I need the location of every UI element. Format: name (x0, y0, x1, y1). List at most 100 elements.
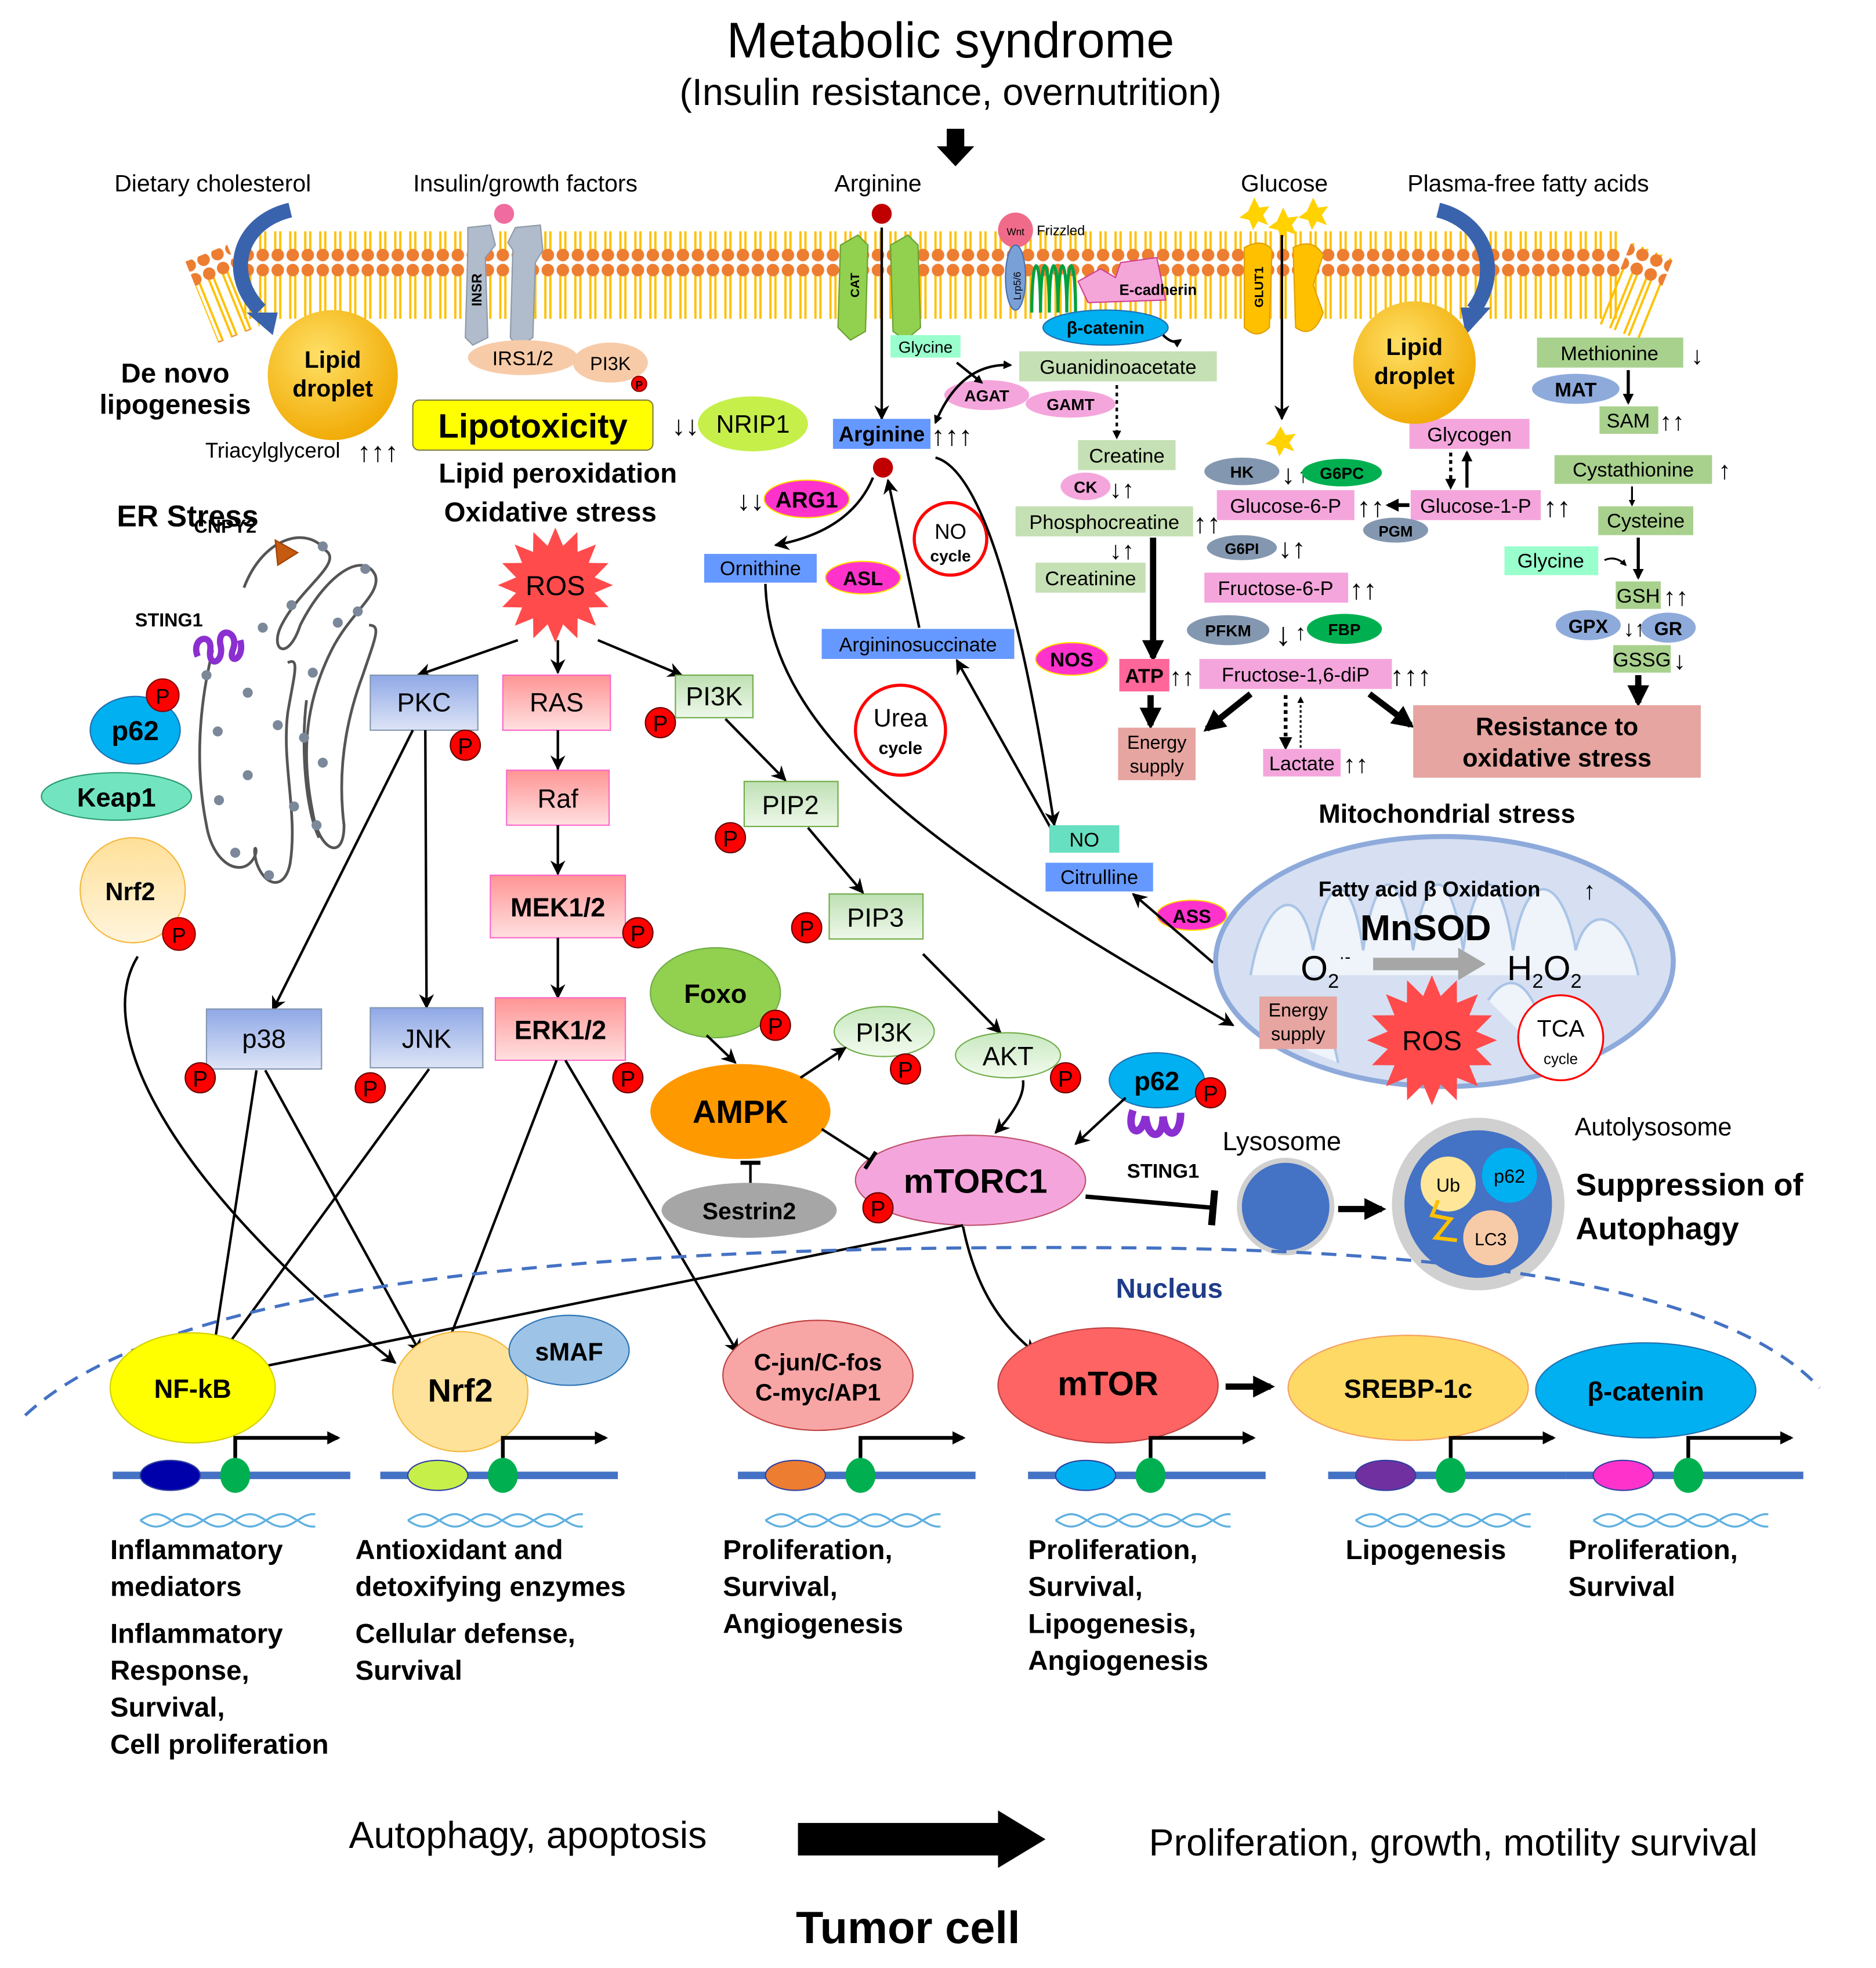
p62-cytoplasm-label: p62 (1134, 1067, 1179, 1096)
glycine-to-gsh-arrow (1604, 557, 1627, 566)
tf-outcome-text: mediators (110, 1572, 242, 1603)
phospho-label: P (723, 827, 738, 851)
lactate-label: Lactate (1269, 753, 1335, 775)
tf-node (1287, 1335, 1529, 1441)
mnsod-conversion-arrow (1373, 947, 1486, 981)
argininosuccinate-label: Argininosuccinate (839, 634, 997, 656)
tf-node (1535, 1342, 1757, 1439)
er-beads (201, 541, 371, 880)
glucose-6-p-box (1216, 490, 1355, 520)
beta-catenin-release-arrow (1162, 334, 1182, 348)
mrna-helix-icon (139, 1513, 316, 1528)
endoplasmic-reticulum-icon (198, 536, 378, 884)
glycine-arg-label: Glycine (899, 338, 953, 356)
phospho-label: P (1058, 1067, 1073, 1092)
phospho-label: P (458, 734, 473, 759)
jnk-node (370, 1007, 484, 1069)
tf-group: NF-kBInflammatorymediatorsInflammatoryRe… (109, 1332, 350, 1760)
phospho-icon (1049, 1062, 1081, 1094)
gssg-label: GSSG (1613, 649, 1671, 671)
superoxide-sup: ·- (1339, 948, 1350, 967)
f16-to-resistance-arrow (1367, 691, 1414, 728)
p62-er-label: p62 (111, 716, 159, 746)
mtorc1-label: mTORC1 (904, 1162, 1048, 1200)
phosphocreatine-box (1015, 506, 1193, 537)
title: Metabolic syndrome (727, 13, 1175, 68)
phospho-label: P (1203, 1082, 1218, 1107)
tf-outcome-text: Lipogenesis (1346, 1535, 1506, 1565)
mito-ros-label: ROS (1402, 1026, 1462, 1057)
gr-label: GR (1654, 618, 1683, 639)
tf-node (392, 1331, 529, 1452)
atp-box (1119, 659, 1169, 692)
ecadherin-node (1077, 256, 1167, 303)
cholesterol-curved-arrow (233, 202, 292, 316)
ub-label: Ub (1436, 1175, 1460, 1195)
akt-label: AKT (983, 1042, 1034, 1071)
superoxide-sub: 2 (1328, 970, 1339, 992)
ub-node (1421, 1156, 1476, 1212)
phospho-label: P (768, 1014, 783, 1039)
arginine-to-no-arrow (935, 456, 1060, 827)
g6pi-node (1207, 535, 1277, 560)
tf-outcome-text: Lipogenesis, (1028, 1608, 1196, 1639)
arg1-node (763, 479, 850, 519)
p62-autolysosome-label: p62 (1494, 1166, 1525, 1187)
response-element-icon (407, 1459, 469, 1491)
cystathionine-label: Cystathionine (1573, 459, 1694, 481)
mtorc1-to-nfkb-arrow (236, 1224, 964, 1376)
ampk-node (650, 1064, 831, 1159)
tf-outcome-text: detoxifying enzymes (355, 1572, 625, 1603)
label-arginine-input: Arginine (834, 170, 921, 197)
cysteine-box (1598, 506, 1694, 535)
nos-label: NOS (1050, 649, 1093, 671)
ffa-arrowhead-icon (1461, 307, 1491, 335)
foxo-label: Foxo (684, 979, 747, 1009)
promoter-icon (1673, 1458, 1704, 1493)
mrna-helix-icon (1592, 1513, 1769, 1528)
nrf2-cytoplasm-label: Nrf2 (105, 878, 155, 906)
pi3k-secondary-label: PI3K (856, 1018, 912, 1048)
subtitle: (Insulin resistance, overnutrition) (679, 71, 1221, 113)
pi3k-node (675, 674, 754, 719)
de-novo-lipogenesis-line1: De novo (121, 358, 230, 389)
glycine-arg-box (890, 335, 961, 358)
h2o2-h: H (1507, 948, 1533, 988)
pkc-to-p38-arrow (271, 729, 414, 1012)
gamt-label: GAMT (1046, 396, 1094, 414)
ros-to-pkc-arrow (416, 639, 519, 678)
mat-label: MAT (1555, 379, 1596, 401)
erk-label: ERK1/2 (515, 1015, 606, 1045)
tf-outcome-text: Antioxidant and (355, 1535, 563, 1565)
fructose-6-p-box (1204, 572, 1349, 603)
pi3k-label: PI3K (686, 682, 743, 711)
pfkm-node (1186, 615, 1270, 646)
lc3-label: LC3 (1475, 1230, 1506, 1249)
atp-label: ATP (1125, 665, 1163, 687)
label-plasma-ffa: Plasma-free fatty acids (1407, 170, 1649, 197)
response-element-icon (1055, 1459, 1117, 1491)
lactate-box (1263, 749, 1341, 777)
atp-trend-up-icon: ↑↑ (1169, 663, 1194, 691)
hk-g6pc-arrows-icon: ↓ (1281, 459, 1295, 490)
phospho-label: P (155, 685, 169, 709)
no-cycle-label-1: NO (935, 520, 966, 543)
cystathionine-trend-up-icon: ↑ (1718, 457, 1731, 485)
lactate-trend-up-icon: ↑↑ (1343, 751, 1368, 778)
phospho-icon (184, 1062, 216, 1094)
lysosome-title: Lysosome (1223, 1126, 1342, 1156)
pip2-node (743, 781, 839, 827)
promoter-icon (1435, 1458, 1466, 1493)
wnt-node (998, 212, 1033, 248)
p62-er-node (89, 695, 181, 765)
pip3-to-akt-arrow (922, 953, 1002, 1034)
tf-label: Nrf2 (428, 1372, 492, 1408)
fao-trend-up-icon: ↑ (1583, 877, 1596, 905)
tf-outcome-text: Inflammatory (110, 1535, 283, 1565)
citrulline-box (1045, 862, 1153, 891)
lc3-node (1463, 1210, 1519, 1266)
phospho-label: P (620, 1067, 635, 1092)
creatinine-box (1035, 563, 1146, 593)
tumor-cell-label: Tumor cell (796, 1903, 1020, 1953)
